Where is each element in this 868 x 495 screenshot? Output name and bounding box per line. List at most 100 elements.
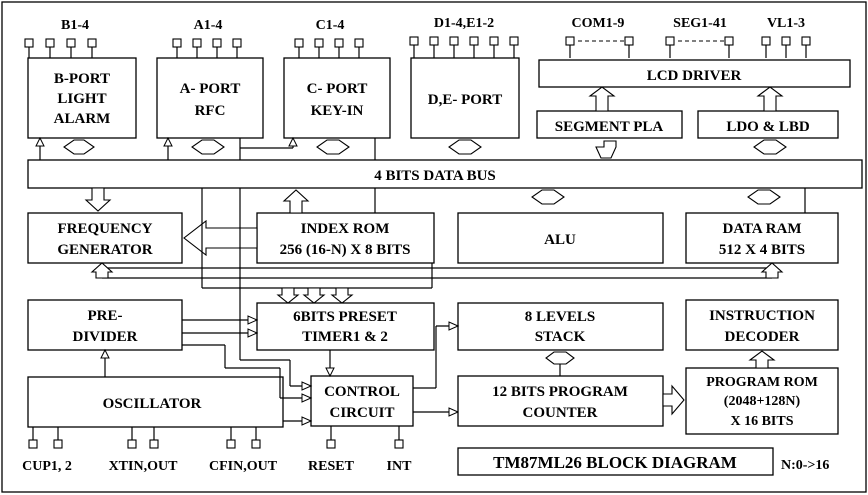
pin-com-first [565, 36, 575, 46]
bus-to-timer-down-arrow-3 [330, 287, 354, 304]
segment-pla-block: SEGMENT PLA [536, 110, 683, 139]
pc-to-progrom-arrow [662, 384, 685, 416]
bus-to-freq-arrow [84, 187, 112, 212]
pin-de4 [469, 36, 479, 46]
indexrom-to-bus-arrow [282, 189, 310, 214]
timer-control-arrowhead [325, 367, 335, 378]
cport-bus-arrow [316, 139, 350, 155]
osc-prediv-arrowhead [100, 348, 110, 359]
pin-vl1 [761, 36, 771, 46]
pin-c3 [334, 38, 344, 48]
program-rom-label-3: X 16 BITS [730, 414, 793, 429]
program-counter-label: 12 BITS PROGRAM [492, 384, 628, 400]
control-circuit-label: CONTROL [324, 384, 400, 400]
segment-pla-label: SEGMENT PLA [555, 119, 664, 135]
diagram-title-box: TM87ML26 BLOCK DIAGRAM [457, 447, 774, 476]
data-ram-label-2: 512 X 4 BITS [719, 242, 805, 258]
ram-bus-arrow [747, 189, 781, 205]
pin-vl2 [781, 36, 791, 46]
pins-bottom-cup: CUP1, 2 [22, 427, 72, 474]
b-port-label-2: LIGHT [57, 91, 106, 107]
stack-label: 8 LEVELS [525, 309, 595, 325]
pins-seg-group: SEG1-41 [665, 16, 734, 58]
pin-int [394, 439, 404, 449]
pin-label-cfin: CFIN,OUT [209, 459, 278, 474]
pin-a4 [232, 38, 242, 48]
data-ram-label: DATA RAM [722, 221, 801, 237]
pin-label-de: D1-4,E1-2 [434, 16, 494, 31]
progrom-to-instdec-arrow [748, 350, 776, 369]
pin-cfout [251, 439, 261, 449]
stack-pc-arrow [545, 351, 575, 365]
program-counter-label-2: COUNTER [522, 405, 597, 421]
a-port-block: A- PORT RFC [156, 57, 264, 139]
bus-to-timer-down-arrow-1 [276, 287, 300, 304]
instruction-decoder-label: INSTRUCTION [709, 308, 815, 324]
ldo-lbd-block: LDO & LBD [697, 110, 839, 139]
b-port-block: B-PORT LIGHT ALARM [27, 57, 137, 139]
index-rom-label: INDEX ROM [301, 221, 390, 237]
pins-vl-group: VL1-3 [761, 16, 811, 58]
timer-block: 6BITS PRESET TIMER1 & 2 [256, 302, 435, 351]
bus-bidir-arrows [63, 139, 787, 205]
timer-label-2: TIMER1 & 2 [302, 329, 388, 345]
pin-vl3 [801, 36, 811, 46]
port-vertical-lines [201, 188, 433, 360]
timer-label: 6BITS PRESET [293, 309, 397, 325]
pin-cup1 [28, 439, 38, 449]
pla-to-lcd-arrow [588, 86, 616, 112]
pin-label-xtin: XTIN,OUT [109, 459, 179, 474]
frequency-generator-label: FREQUENCY [57, 221, 152, 237]
pins-com-group: COM1-9 [565, 16, 634, 58]
c-port-label-2: KEY-IN [311, 103, 364, 119]
pin-label-seg: SEG1-41 [673, 16, 727, 31]
pin-xtout [149, 439, 159, 449]
instruction-decoder-block: INSTRUCTION DECODER [685, 299, 839, 351]
data-bus-label: 4 BITS DATA BUS [374, 168, 496, 184]
pin-c2 [314, 38, 324, 48]
pins-bottom-xtin: XTIN,OUT [109, 427, 179, 474]
pin-seg-first [665, 36, 675, 46]
control-circuit-label-2: CIRCUIT [329, 405, 394, 421]
pin-a2 [192, 38, 202, 48]
ldo-lbd-label: LDO & LBD [726, 119, 810, 135]
pin-label-c: C1-4 [316, 18, 345, 33]
aport-bus-arrow [191, 139, 225, 155]
control-output-lines [413, 321, 460, 417]
pin-de2 [429, 36, 439, 46]
a-port-label-2: RFC [195, 103, 226, 119]
program-rom-block: PROGRAM ROM (2048+128N) X 16 BITS [685, 367, 839, 435]
pin-c1 [294, 38, 304, 48]
pin-de5 [489, 36, 499, 46]
pin-label-reset: RESET [308, 459, 355, 474]
pin-label-com: COM1-9 [572, 16, 625, 31]
pre-divider-block: PRE- DIVIDER [27, 299, 183, 351]
deport-bus-arrow [448, 139, 482, 155]
ldo-to-lcd-arrow [756, 86, 784, 112]
pla-bus-arrow [595, 140, 617, 159]
alu-label: ALU [544, 232, 576, 248]
diagram-note: N:0->16 [781, 458, 829, 473]
pin-label-b: B1-4 [61, 18, 89, 33]
de-port-label: D,E- PORT [428, 92, 502, 108]
prediv-timer-lines [182, 315, 259, 338]
pin-b4 [87, 38, 97, 48]
instruction-decoder-label-2: DECODER [724, 329, 799, 345]
program-rom-label: PROGRAM ROM [706, 375, 818, 390]
pin-xtin [127, 439, 137, 449]
control-input-lines [182, 344, 313, 426]
alu-bus-arrow [531, 189, 565, 205]
de-port-block: D,E- PORT [410, 57, 520, 139]
bus-to-timer-down-arrow-2 [302, 287, 326, 304]
pins-bottom-int: INT [387, 426, 412, 474]
pin-de3 [449, 36, 459, 46]
c-port-block: C- PORT KEY-IN [283, 57, 391, 139]
pins-bottom-reset: RESET [308, 426, 355, 474]
control-circuit-block: CONTROL CIRCUIT [310, 375, 414, 427]
a-port-label: A- PORT [180, 81, 241, 97]
index-rom-label-2: 256 (16-N) X 8 BITS [280, 242, 411, 258]
frequency-generator-block: FREQUENCY GENERATOR [27, 212, 183, 264]
lcd-driver-block: LCD DRIVER [538, 59, 851, 88]
pins-a-group: A1-4 [172, 18, 242, 58]
data-ram-block: DATA RAM 512 X 4 BITS [685, 212, 839, 264]
